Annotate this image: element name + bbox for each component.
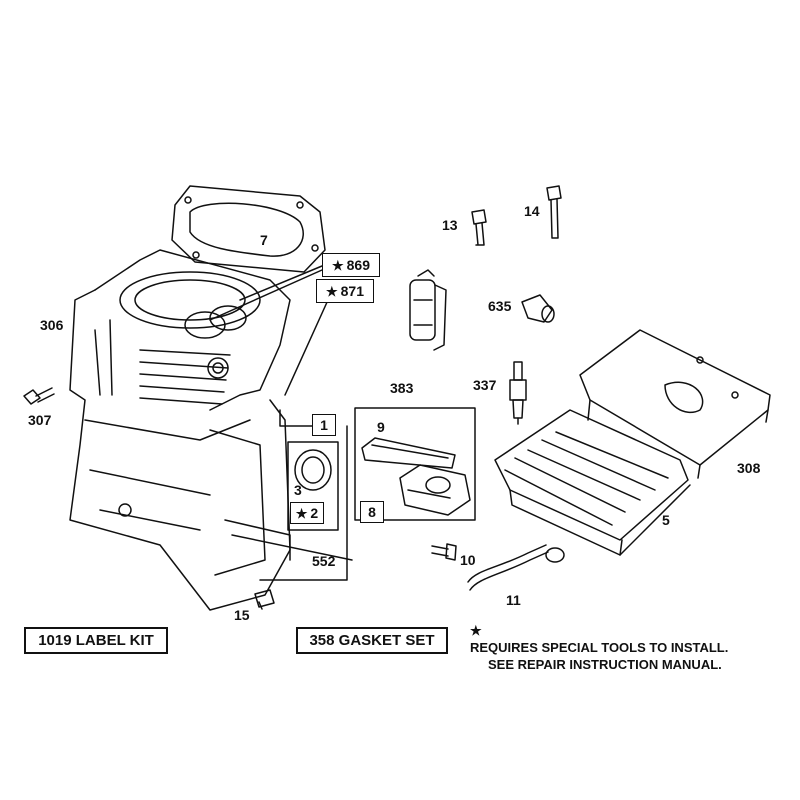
- special-tools-note: ★ REQUIRES SPECIAL TOOLS TO INSTALL. SEE …: [470, 622, 728, 673]
- callout-11: 11: [506, 592, 521, 608]
- oil-seal-drawing: [294, 449, 332, 491]
- note-line-2: SEE REPAIR INSTRUCTION MANUAL.: [488, 657, 722, 672]
- gasket-set-text: 358 GASKET SET: [309, 632, 435, 649]
- callout-9: 9: [377, 419, 385, 435]
- cylinder-head-drawing: [494, 409, 691, 556]
- callout-871: 871: [340, 283, 364, 299]
- callout-14: 14: [524, 203, 540, 219]
- callout-2: 2: [310, 505, 319, 521]
- bolt-307-drawing: [23, 387, 55, 405]
- callout-1: 1: [320, 417, 328, 433]
- star-icon: ★: [470, 623, 482, 638]
- callout-306: 306: [40, 317, 64, 333]
- callout-5: 5: [662, 512, 670, 528]
- star-icon: ★: [325, 283, 338, 299]
- callout-8: 8: [368, 504, 376, 520]
- callout-1-box: 1: [312, 414, 336, 436]
- label-kit-text: 1019 LABEL KIT: [38, 632, 154, 649]
- callout-2-box: ★2: [290, 502, 324, 524]
- breather-drawing: [361, 437, 471, 516]
- bolt-13-drawing: [471, 209, 487, 246]
- callout-869-box: ★869: [322, 253, 380, 277]
- callout-307: 307: [28, 412, 52, 428]
- callout-552: 552: [312, 553, 336, 569]
- callout-7: 7: [260, 232, 268, 248]
- elbow-fitting-drawing: [521, 294, 555, 323]
- cylinder-block-drawing: [69, 249, 291, 611]
- spark-plug-drawing: [509, 361, 527, 425]
- head-gasket-drawing: [171, 185, 326, 273]
- callout-15: 15: [234, 607, 250, 623]
- callout-308: 308: [737, 460, 761, 476]
- drain-plug-drawing: [254, 589, 275, 610]
- star-icon: ★: [331, 257, 344, 273]
- callout-337: 337: [473, 377, 497, 393]
- bolt-10-drawing: [431, 543, 457, 561]
- callout-8-box: 8: [360, 501, 384, 523]
- gasket-set-box: 358 GASKET SET: [296, 627, 448, 654]
- note-line-1: REQUIRES SPECIAL TOOLS TO INSTALL.: [470, 640, 729, 655]
- callout-13: 13: [442, 217, 458, 233]
- ignition-armature-drawing: [409, 269, 447, 351]
- callout-10: 10: [460, 552, 476, 568]
- callout-869: 869: [346, 257, 370, 273]
- callout-3: 3: [294, 482, 302, 498]
- label-kit-box: 1019 LABEL KIT: [24, 627, 168, 654]
- bolt-14-drawing: [546, 185, 562, 239]
- callout-635: 635: [488, 298, 512, 314]
- breather-tube-drawing: [467, 544, 565, 591]
- callout-871-box: ★871: [316, 279, 374, 303]
- callout-383: 383: [390, 380, 414, 396]
- star-icon: ★: [295, 505, 308, 521]
- cylinder-head-shield-drawing: [579, 329, 771, 479]
